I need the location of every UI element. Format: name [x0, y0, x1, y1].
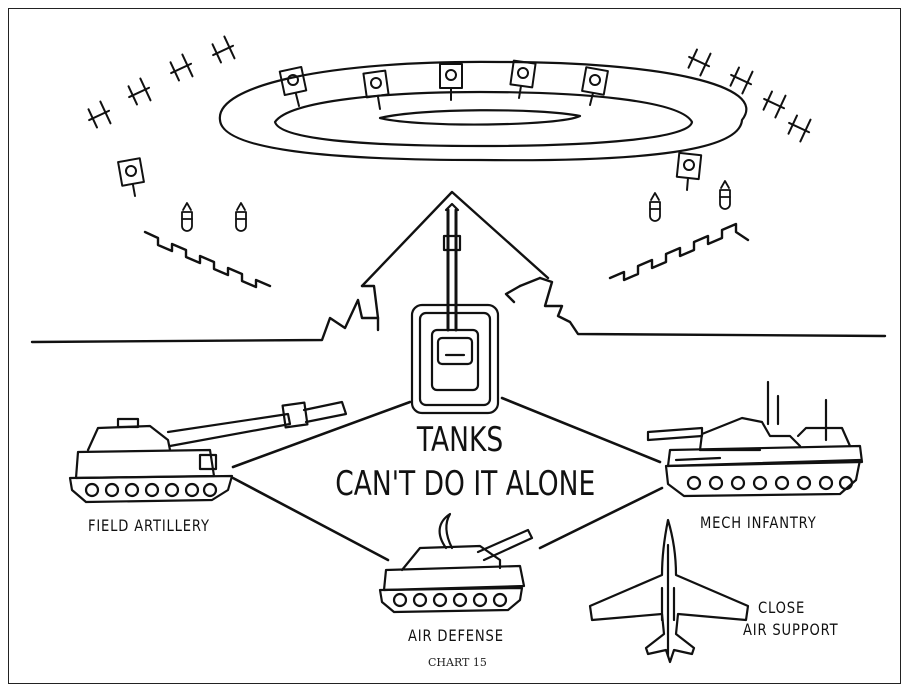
enemy-position-icon	[117, 157, 145, 197]
enemy-position-icon	[362, 69, 390, 110]
enemy-positions	[117, 59, 703, 197]
field-artillery-icon	[68, 400, 348, 504]
combined-arms-links	[231, 396, 664, 562]
obstacles-left	[87, 35, 236, 129]
mine-icon	[181, 202, 193, 232]
air-defense-icon	[378, 512, 534, 614]
attack-arrow	[360, 190, 550, 332]
chart-title-line2: CAN'T DO IT ALONE	[335, 464, 596, 504]
ground-line	[30, 276, 887, 344]
label-field-artillery: FIELD ARTILLERY	[88, 516, 210, 535]
tank-topview	[410, 202, 500, 415]
trench-left	[143, 230, 272, 289]
mech-infantry-icon	[646, 380, 864, 498]
enemy-position-icon	[509, 59, 537, 99]
mine-icon	[649, 192, 661, 222]
trench-right	[608, 222, 750, 282]
mine-icon	[719, 180, 731, 210]
obstacles-right	[687, 48, 812, 143]
enemy-position-icon	[439, 63, 463, 101]
label-mech-infantry: MECH INFANTRY	[700, 513, 817, 532]
label-close-air-support-1: CLOSE	[758, 598, 806, 617]
mines	[181, 180, 731, 232]
close-air-support-icon	[588, 518, 750, 664]
chart-caption: CHART 15	[428, 656, 487, 669]
chart-frame	[8, 8, 901, 684]
objective-area	[218, 60, 748, 162]
enemy-position-icon	[278, 65, 308, 107]
label-air-defense: AIR DEFENSE	[408, 626, 504, 645]
enemy-position-icon	[675, 151, 703, 191]
label-close-air-support-2: AIR SUPPORT	[743, 620, 839, 639]
enemy-position-icon	[581, 66, 609, 106]
chart-title-line1: TANKS	[416, 420, 504, 460]
mine-icon	[235, 202, 247, 232]
